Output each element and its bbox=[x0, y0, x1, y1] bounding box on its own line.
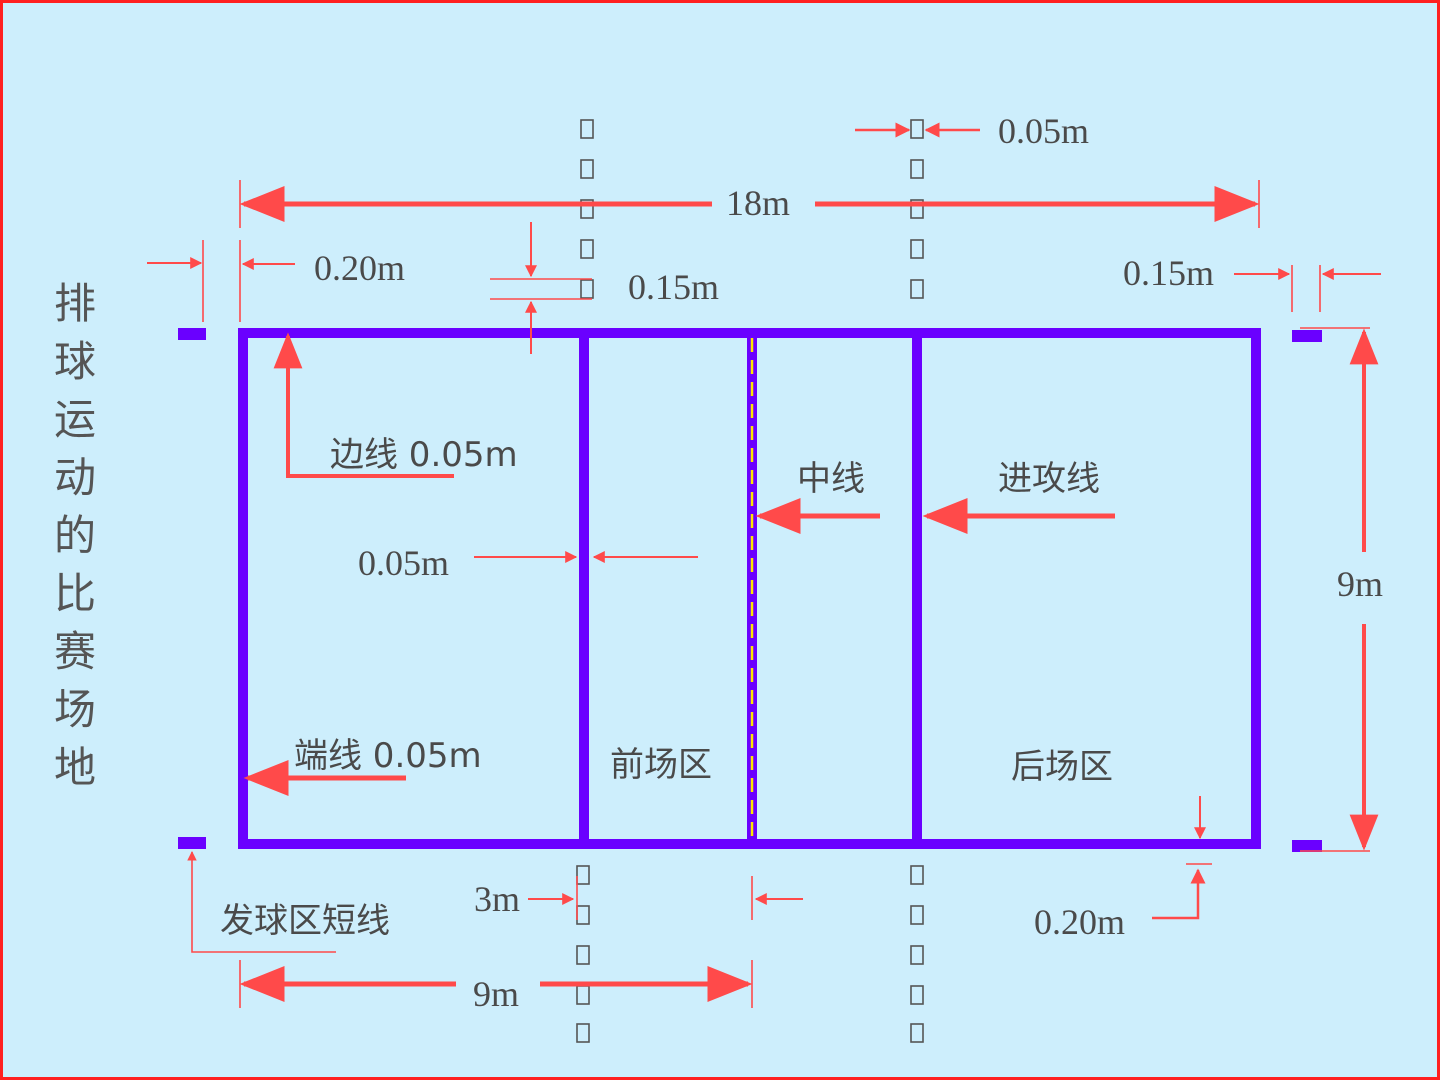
dim-line-gap bbox=[490, 222, 592, 354]
title-char: 地 bbox=[54, 743, 96, 792]
dim-attack-zone bbox=[528, 876, 803, 920]
title-char: 运 bbox=[54, 395, 96, 444]
dim-length bbox=[239, 180, 1260, 228]
service-mark-bl bbox=[178, 837, 206, 849]
service-mark-br bbox=[1292, 840, 1322, 852]
attack-extension-marks bbox=[576, 119, 924, 1043]
free-zone-left-label: 0.20m bbox=[314, 248, 405, 288]
court-svg: 排球运动的比赛场地 18m bbox=[54, 111, 1383, 1043]
center-line-label: 中线 bbox=[797, 459, 865, 499]
dim-half-length bbox=[239, 960, 753, 1008]
service-mark-tl bbox=[178, 328, 206, 340]
back-zone-label: 后场区 bbox=[1011, 747, 1113, 787]
attack-width-mid-label: 0.05m bbox=[358, 543, 449, 583]
diagram-title: 排球运动的比赛场地 bbox=[54, 279, 96, 792]
title-char: 动 bbox=[54, 453, 96, 502]
title-char: 场 bbox=[54, 685, 96, 734]
title-char: 排 bbox=[54, 279, 96, 328]
attack-width-label: 0.05m bbox=[998, 111, 1089, 151]
dim-bottom-offset bbox=[1152, 796, 1212, 920]
dim-free-zone-left bbox=[147, 240, 295, 322]
title-char: 球 bbox=[54, 337, 96, 386]
width-label: 9m bbox=[1337, 564, 1383, 604]
endline-label: 端线 0.05m bbox=[294, 736, 482, 776]
attack-zone-label: 3m bbox=[474, 879, 520, 919]
service-line-label: 发球区短线 bbox=[220, 901, 390, 941]
length-label: 18m bbox=[726, 183, 790, 223]
free-zone-right-label: 0.15m bbox=[1123, 253, 1214, 293]
half-length-label: 9m bbox=[473, 974, 519, 1014]
title-char: 的 bbox=[54, 511, 96, 560]
bottom-offset-label: 0.20m bbox=[1034, 902, 1125, 942]
sideline-callout bbox=[273, 332, 454, 478]
line-gap-label: 0.15m bbox=[628, 267, 719, 307]
service-line-callout bbox=[187, 851, 336, 953]
sideline-label: 边线 0.05m bbox=[330, 435, 518, 475]
title-char: 比 bbox=[54, 569, 96, 618]
front-zone-label: 前场区 bbox=[610, 745, 712, 785]
dim-width bbox=[1300, 327, 1379, 852]
dim-free-zone-right bbox=[1234, 265, 1381, 312]
attack-line-label: 进攻线 bbox=[998, 459, 1100, 499]
title-char: 赛 bbox=[54, 627, 96, 676]
service-mark-tr bbox=[1292, 330, 1322, 342]
